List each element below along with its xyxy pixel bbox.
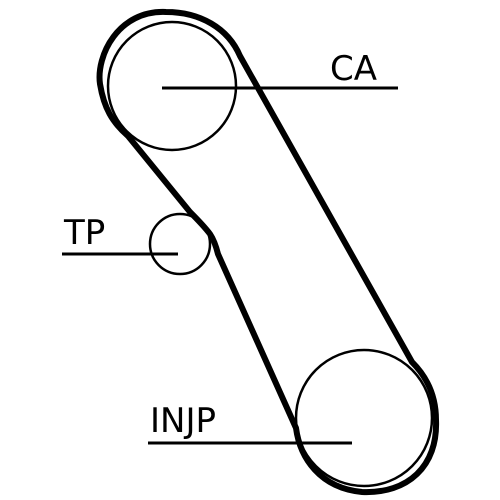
camshaft-pulley — [106, 20, 238, 152]
injection-pump-pulley — [294, 348, 434, 488]
camshaft-label: CA — [330, 49, 377, 89]
tensioner-pulley — [148, 212, 212, 276]
tensioner-label: TP — [64, 213, 106, 253]
injection-pump-label: INJP — [150, 401, 216, 441]
